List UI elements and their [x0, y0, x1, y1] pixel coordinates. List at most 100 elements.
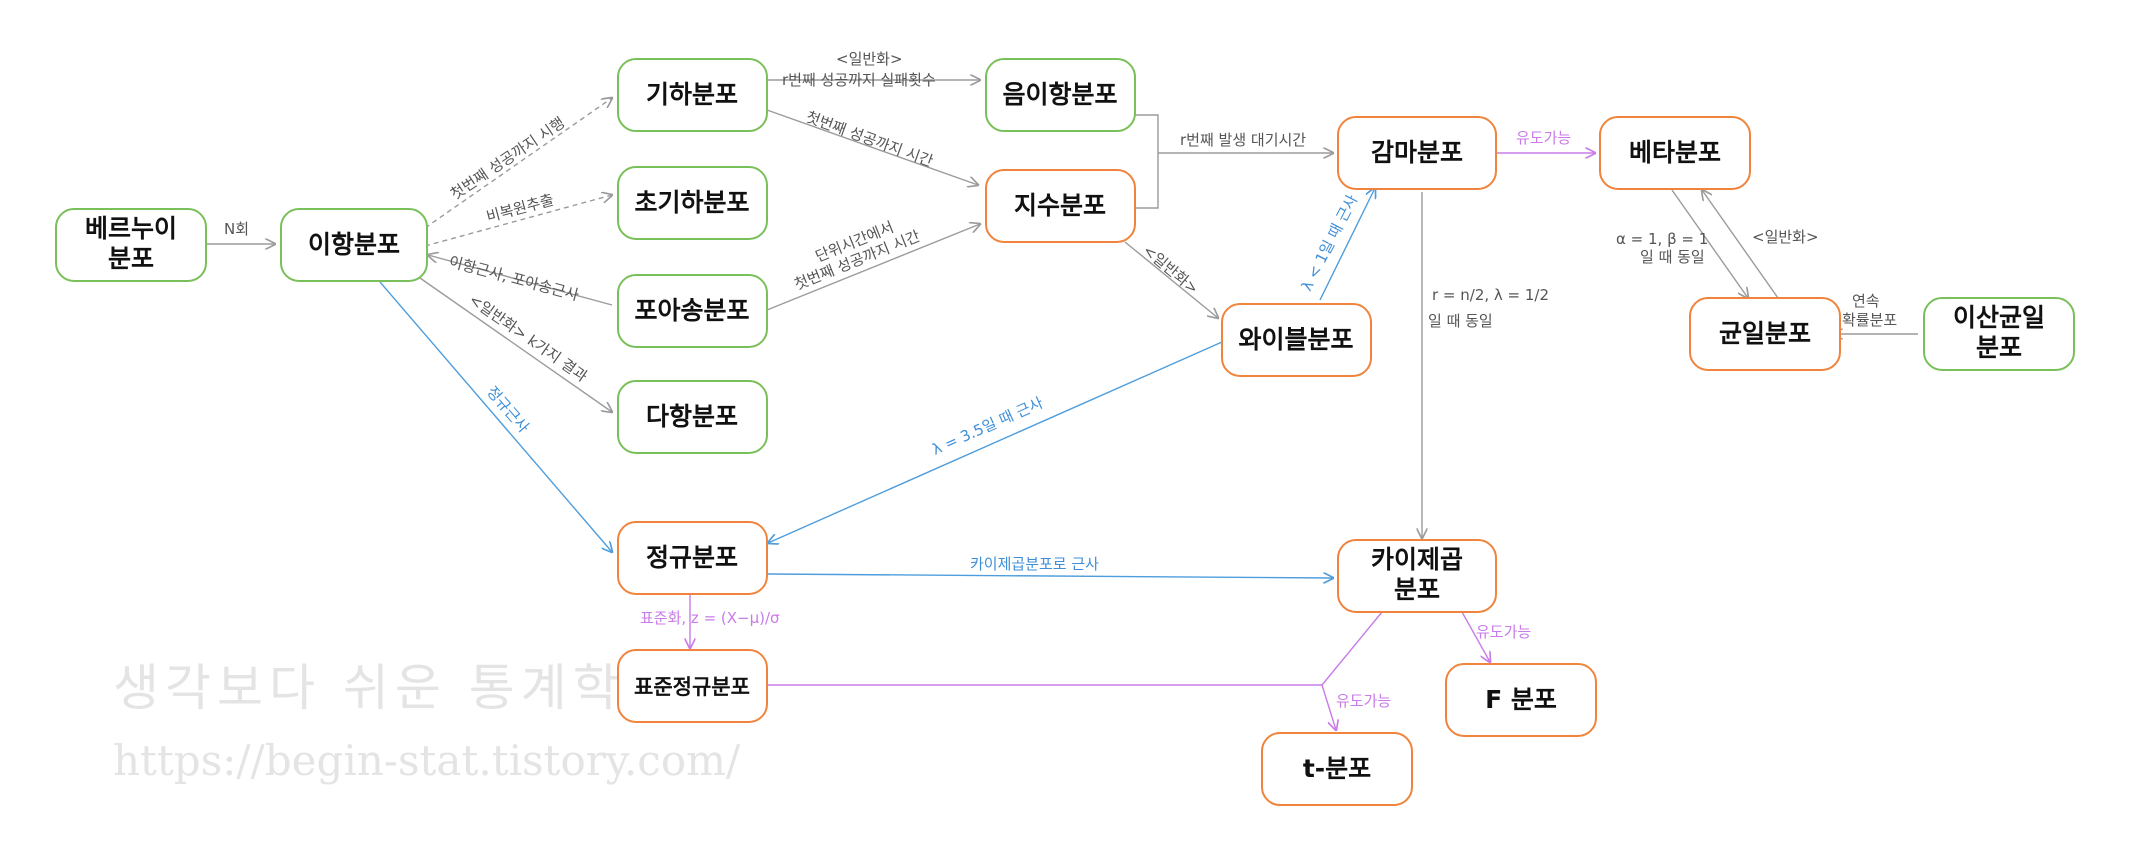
node-exponential[interactable]: 지수분포: [985, 169, 1136, 243]
label-time-to-first-success: 첫번째 성공까지 시간: [804, 108, 936, 171]
node-normal-label: 정규분포: [646, 543, 738, 572]
node-discrete-uniform[interactable]: 이산균일 분포: [1923, 297, 2075, 371]
edge-geometric-exponential: [766, 109, 978, 185]
node-chisq-line2: 분포: [1394, 575, 1440, 604]
node-beta-box: [1599, 116, 1751, 190]
node-weibull-label: 와이블분포: [1238, 325, 1353, 354]
node-f[interactable]: F 분포: [1445, 663, 1597, 737]
label-probability-distribution: 확률분포: [1842, 311, 1897, 329]
edge-weibull-normal: [768, 341, 1223, 543]
edge-bracket-to-gamma: [1135, 114, 1159, 209]
edge-weibull-gamma: [1319, 188, 1375, 301]
node-geometric-label: 기하분포: [646, 80, 738, 109]
label-gamma-chisq-same: 일 때 동일: [1428, 312, 1493, 330]
label-without-replacement: 비복원추출: [484, 191, 555, 226]
node-t-box: [1261, 732, 1413, 806]
node-geometric-box: [617, 58, 768, 132]
label-failures-until-rth-success: r번째 성공까지 실패횟수: [782, 71, 936, 89]
label-lambda-3-5: λ = 3.5일 때 근사: [929, 393, 1046, 458]
edge-normal-chisq: [766, 574, 1333, 578]
label-beta-same: 일 때 동일: [1640, 248, 1705, 266]
node-gamma-box: [1337, 116, 1497, 190]
watermark-title: 생각보다 쉬운 통계학: [113, 659, 625, 717]
label-alpha-beta: α = 1, β = 1: [1616, 230, 1708, 248]
node-normal-box: [617, 521, 768, 595]
node-binomial-box: [280, 208, 428, 282]
node-gamma[interactable]: 감마분포: [1337, 116, 1497, 190]
label-chisq-approx: 카이제곱분포로 근사: [970, 555, 1099, 573]
label-exp-generalization: <일반화>: [1139, 241, 1202, 298]
watermark-url: https://begin-stat.tistory.com/: [113, 736, 741, 785]
node-f-label: F 분포: [1485, 685, 1557, 714]
edge-junction-t: [1321, 684, 1336, 730]
node-bernoulli[interactable]: 베르누이 분포: [55, 208, 207, 282]
edge-poisson-exponential: [766, 224, 980, 311]
node-negbinomial[interactable]: 음이항분포: [985, 58, 1136, 132]
node-chisq-line1: 카이제곱: [1371, 545, 1463, 574]
node-chisq[interactable]: 카이제곱 분포: [1337, 539, 1497, 613]
edge-uniform-beta: [1702, 190, 1779, 299]
edges: [206, 80, 1918, 730]
label-gamma-chisq-params: r = n/2, λ = 1/2: [1432, 286, 1549, 304]
label-rth-occurrence-wait: r번째 발생 대기시간: [1180, 131, 1306, 149]
node-bernoulli-box: [55, 208, 207, 282]
edge-chisq-junction: [1321, 611, 1383, 686]
edge-binomial-multinomial: [419, 277, 612, 412]
node-hypergeometric[interactable]: 초기하분포: [617, 166, 768, 240]
edge-binomial-geometric: [424, 98, 612, 229]
node-bernoulli-line1: 베르누이: [85, 214, 177, 243]
node-poisson-box: [617, 274, 768, 348]
node-standard-normal-label: 표준정규분포: [634, 675, 750, 699]
node-bernoulli-line2: 분포: [108, 244, 154, 273]
node-negbinomial-box: [985, 58, 1136, 132]
node-beta[interactable]: 베타분포: [1599, 116, 1751, 190]
label-n-times: N회: [224, 220, 249, 238]
node-chisq-box: [1337, 539, 1497, 613]
node-multinomial-box: [617, 380, 768, 454]
label-first-success-trials: 첫번째 성공까지 시행: [447, 114, 568, 204]
node-binomial[interactable]: 이항분포: [280, 208, 428, 282]
node-uniform-box: [1689, 297, 1841, 371]
node-gamma-label: 감마분포: [1371, 138, 1463, 167]
node-poisson-label: 포아송분포: [634, 296, 749, 325]
label-standardize: 표준화, z = (X−μ)/σ: [640, 609, 780, 627]
node-geometric[interactable]: 기하분포: [617, 58, 768, 132]
node-discrete-uniform-box: [1923, 297, 2075, 371]
node-normal[interactable]: 정규분포: [617, 521, 768, 595]
node-t[interactable]: t-분포: [1261, 732, 1413, 806]
node-weibull[interactable]: 와이블분포: [1221, 303, 1372, 377]
label-derivable-beta: 유도가능: [1516, 129, 1571, 147]
node-t-label: t-분포: [1303, 754, 1371, 783]
edge-binomial-normal: [379, 281, 612, 552]
label-uniform-generalization: <일반화>: [1752, 228, 1819, 246]
node-hypergeometric-label: 초기하분포: [634, 188, 749, 217]
edge-poisson-binomial: [428, 255, 613, 306]
label-derivable-t: 유도가능: [1336, 692, 1391, 710]
nodes: 베르누이 분포 이항분포 기하분포 초기하분포 포아송분포 다항분포 음이항분포: [55, 58, 2075, 806]
node-discrete-uniform-line2: 분포: [1976, 333, 2022, 362]
node-f-box: [1445, 663, 1597, 737]
node-exponential-box: [985, 169, 1136, 243]
node-uniform[interactable]: 균일분포: [1689, 297, 1841, 371]
node-weibull-box: [1221, 303, 1372, 377]
node-multinomial[interactable]: 다항분포: [617, 380, 768, 454]
label-geom-generalization: <일반화>: [836, 50, 903, 68]
edge-beta-uniform: [1671, 189, 1748, 298]
edge-chisq-f: [1461, 611, 1490, 662]
label-derivable-f: 유도가능: [1476, 623, 1531, 641]
node-exponential-label: 지수분포: [1014, 191, 1106, 220]
node-poisson[interactable]: 포아송분포: [617, 274, 768, 348]
label-continuous: 연속: [1852, 292, 1880, 310]
node-standard-normal-box: [617, 649, 768, 723]
node-uniform-label: 균일분포: [1719, 319, 1811, 348]
node-standard-normal[interactable]: 표준정규분포: [617, 649, 768, 723]
node-hypergeometric-box: [617, 166, 768, 240]
label-generalization-k-outcomes: <일반화> k가지 결과: [466, 291, 591, 386]
label-lambda-lt-1: λ < 1일 때 근사: [1298, 192, 1362, 294]
node-negbinomial-label: 음이항분포: [1002, 80, 1117, 109]
node-beta-label: 베타분포: [1629, 138, 1721, 167]
label-binomial-poisson-approx: 이항근사, 포아송근사: [447, 252, 581, 304]
node-discrete-uniform-line1: 이산균일: [1953, 303, 2045, 332]
node-binomial-label: 이항분포: [308, 230, 400, 259]
